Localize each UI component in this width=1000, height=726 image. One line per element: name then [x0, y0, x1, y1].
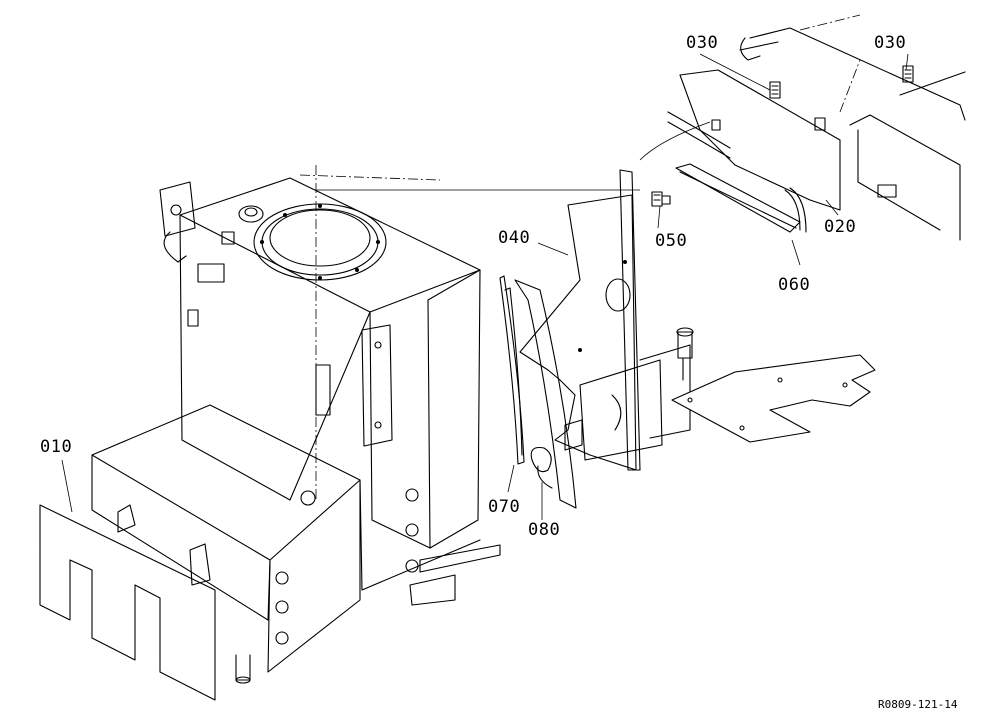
part-010-pad [39, 504, 216, 701]
callout-040: 040 [498, 228, 530, 248]
callout-020: 020 [824, 217, 856, 237]
callout-010: 010 [40, 437, 72, 457]
callout-070: 070 [488, 497, 520, 517]
leader-lines [61, 53, 909, 520]
part-080-clip [530, 446, 553, 489]
mounting-frame [739, 14, 966, 241]
callout-050: 050 [655, 231, 687, 251]
part-070-strip [499, 275, 577, 509]
reference-code: R0809-121-14 [878, 698, 958, 711]
part-060-gasket [675, 163, 807, 233]
callout-030-right: 030 [874, 33, 906, 53]
part-050-bolt [651, 191, 671, 207]
part-020-cover [667, 69, 841, 211]
tank-frame [91, 165, 501, 684]
base-plate [671, 327, 876, 443]
callout-080: 080 [528, 520, 560, 540]
part-040-panel [519, 169, 691, 471]
callout-060: 060 [778, 275, 810, 295]
part-030-bolts [769, 65, 914, 99]
callouts: 010 020 030 030 040 050 060 070 080 R080… [40, 33, 958, 711]
callout-030-left: 030 [686, 33, 718, 53]
